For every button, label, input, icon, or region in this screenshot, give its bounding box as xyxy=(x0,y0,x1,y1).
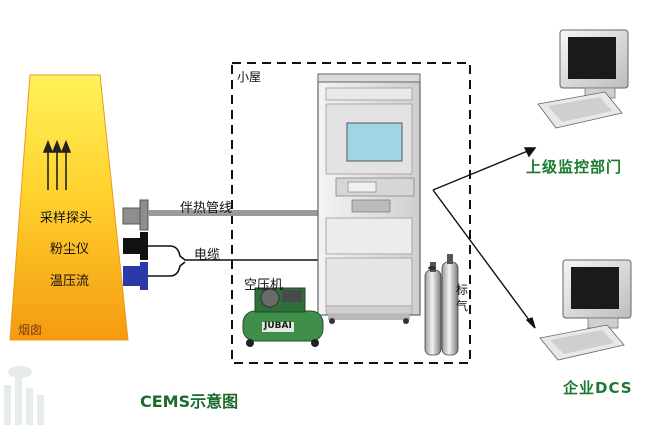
chimney-label: 烟囱 xyxy=(18,323,43,337)
temp-pressure-flow-sensor xyxy=(123,262,148,290)
analyzer-screen xyxy=(346,122,403,162)
compressor-label: 空压机 xyxy=(244,278,284,293)
chimney xyxy=(9,74,129,341)
probe-label-sampling: 采样探头 xyxy=(40,211,93,226)
sampling-probe xyxy=(122,199,149,231)
diagram-title: CEMS示意图 xyxy=(140,392,239,411)
analyzer-cabinet xyxy=(317,73,421,324)
data-link-arrows xyxy=(432,147,537,329)
gas-label: 标气 xyxy=(456,283,469,313)
destination-supervision: 上级监控部门 xyxy=(526,158,623,176)
heated-line-label: 伴热管线 xyxy=(180,201,233,216)
probe-label-tpf: 温压流 xyxy=(50,274,90,289)
computer-icon xyxy=(539,259,632,361)
dust-meter xyxy=(123,232,148,260)
cable-label: 电缆 xyxy=(194,248,221,263)
probe-label-dust: 粉尘仪 xyxy=(50,242,90,257)
air-compressor xyxy=(242,287,324,347)
compressor-brand: JUBAI xyxy=(264,321,292,331)
calibration-gas-cylinders xyxy=(424,254,459,356)
factory-watermark-icon xyxy=(4,366,44,425)
cable xyxy=(148,245,330,277)
house-label: 小屋 xyxy=(237,70,262,84)
destination-dcs: 企业DCS xyxy=(563,379,633,397)
flow-arrows-icon xyxy=(42,139,72,190)
computer-icon xyxy=(537,29,629,129)
